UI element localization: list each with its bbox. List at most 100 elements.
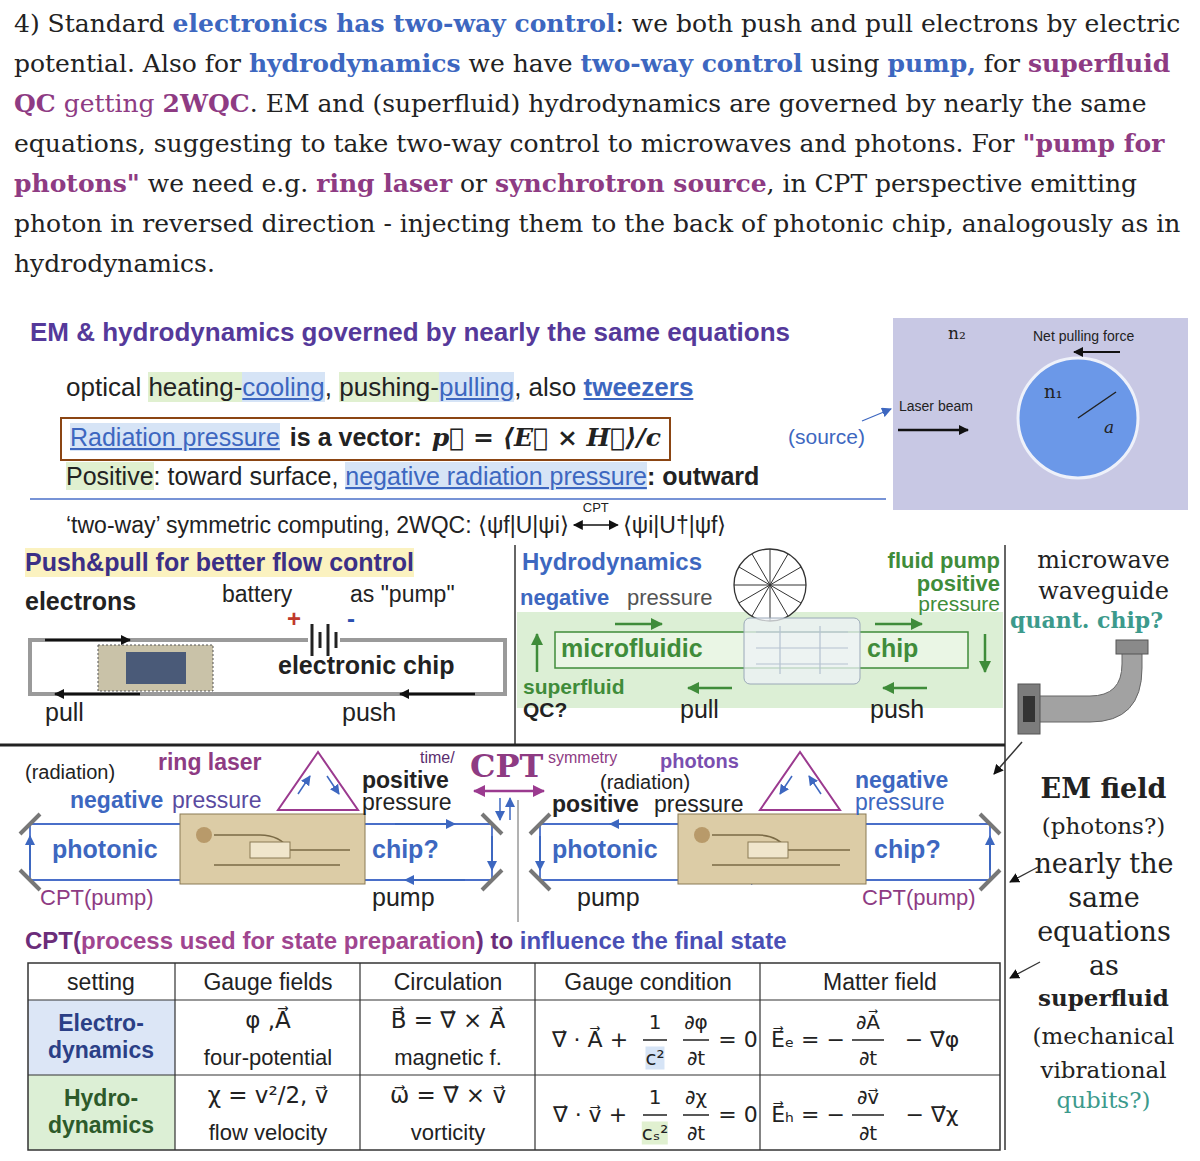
fraction-bars xyxy=(643,1040,884,1115)
text-run: two-way control xyxy=(581,49,803,78)
node-text: pressure xyxy=(855,789,944,815)
node-text: Net pulling force xyxy=(1033,328,1134,344)
text-run: optical xyxy=(66,372,148,402)
waveguide-flange xyxy=(1018,684,1040,734)
table-cell: Electro- dynamics xyxy=(31,1010,171,1064)
table-cell: = 0 xyxy=(718,1102,757,1127)
node-text: pressure xyxy=(918,592,1000,616)
node-text: n₂ xyxy=(948,324,966,344)
text-run: pump, xyxy=(888,49,976,78)
table-cell: c² xyxy=(645,1047,664,1070)
pointer-arrow xyxy=(1010,962,1040,978)
node-text: chip xyxy=(867,634,918,663)
table-cell: 1 xyxy=(649,1086,662,1109)
text-run: CPT( xyxy=(25,927,81,954)
text-line: optical heating-cooling, pushing-pulling… xyxy=(66,372,693,403)
ring-arrow xyxy=(327,776,339,794)
wire xyxy=(30,640,505,694)
text-label: (source) xyxy=(788,425,865,449)
text-run: pushing- xyxy=(339,372,439,402)
text-line: ‘two-way’ symmetric computing, 2WQC: ⟨ψf… xyxy=(66,510,726,539)
text-run: hydrodynamics xyxy=(249,49,461,78)
node-text: pump xyxy=(372,883,435,912)
flow-arrow xyxy=(615,623,662,626)
node-text: negative xyxy=(520,585,609,610)
medium-region xyxy=(893,318,1188,510)
laser-arrow xyxy=(898,429,968,432)
node-text: CPT(pump) xyxy=(40,885,154,910)
time-arrow xyxy=(499,798,501,820)
ring-laser xyxy=(278,752,358,810)
node-text: pump xyxy=(577,883,640,912)
chip-detail xyxy=(748,842,788,858)
text-run: : toward surface, xyxy=(154,462,346,490)
mirrors xyxy=(20,814,502,890)
table-cell: = 0 xyxy=(718,1027,757,1052)
text-line: 4) Standard electronics has two-way cont… xyxy=(14,4,1190,284)
node-text: qubits?) xyxy=(1007,1087,1200,1113)
table-cell: flow velocity xyxy=(209,1120,328,1145)
waveguide-port xyxy=(1023,696,1035,722)
node-text: electrons xyxy=(25,587,136,616)
flow-arrow xyxy=(45,639,130,642)
chip-detail xyxy=(694,827,710,843)
node-text: (mechanical vibrational xyxy=(1007,1019,1200,1087)
node-text: superfluid xyxy=(523,675,625,699)
node-text: push xyxy=(870,695,924,724)
text-run: electronics has two-way control xyxy=(173,9,616,38)
node-text: Laser beam xyxy=(899,398,973,414)
light-arrow xyxy=(29,836,31,870)
illustration-panel: n₂Net pulling forceLaser beamn₁a xyxy=(893,318,1188,510)
optical-trap-figure xyxy=(893,318,1188,510)
table-cell: B⃗ = ∇⃗ × A⃗ xyxy=(391,1007,506,1033)
text-run: ring laser xyxy=(316,169,452,198)
divider-line xyxy=(518,800,519,922)
cell-fill xyxy=(28,1000,175,1075)
battery-plate xyxy=(319,632,322,648)
light-arrow xyxy=(989,836,991,870)
time-arrow xyxy=(509,798,511,820)
node-text: Radiation pressure xyxy=(70,423,280,451)
equation-table xyxy=(28,963,1000,1150)
ring-laser xyxy=(760,752,840,810)
table-cell: χ = v²/2, v⃗ xyxy=(208,1082,329,1108)
node-text: (radiation) xyxy=(600,771,690,794)
text-run: negative radiation pressure xyxy=(345,462,647,490)
text-run: ⟨ψi|U†|ψf⟩ xyxy=(623,512,727,538)
text-run: , xyxy=(325,372,339,402)
flow-arrow xyxy=(536,634,539,672)
chip-detail xyxy=(712,835,850,865)
flow-arrow xyxy=(400,693,475,696)
node-text: quant. chip? xyxy=(1010,608,1163,633)
text-run: getting xyxy=(56,89,163,118)
node-text: microwave waveguide xyxy=(1007,545,1200,607)
cell-fill xyxy=(28,1075,175,1150)
text-run: CPT xyxy=(583,501,609,514)
divider-line xyxy=(514,545,516,745)
table-cell: Matter field xyxy=(823,969,937,995)
node-text: pressure xyxy=(362,789,451,815)
node-text: Hydrodynamics xyxy=(522,548,702,576)
chip-detail xyxy=(196,827,212,843)
text-line: Positive: toward surface, negative radia… xyxy=(66,462,759,491)
text-run: cooling xyxy=(242,372,324,402)
text-run: tweezers xyxy=(584,372,694,402)
flow-arrow xyxy=(984,634,987,672)
divider-line xyxy=(0,744,1005,747)
table-cell: ∂t xyxy=(859,1047,877,1070)
node-text: p⃗ = ⟨E⃗ × H⃗⟩/c xyxy=(432,423,661,452)
chip-die xyxy=(126,652,186,684)
table-cell: φ ,A⃗ xyxy=(245,1007,291,1033)
table-cell: ∇⃗ · A⃗ + xyxy=(552,1027,628,1052)
hydrodynamics-panel: Hydrodynamicsfluid pumppositivepressuren… xyxy=(517,545,1005,743)
divider-line xyxy=(1004,545,1006,1150)
table-cell: ∂A⃗ xyxy=(856,1011,880,1034)
pump-wheel xyxy=(734,549,806,621)
table-cell: − ∇⃗χ xyxy=(906,1102,959,1127)
table-cell: ∂φ xyxy=(684,1011,708,1034)
node-text: battery xyxy=(222,581,292,607)
text-run: heating- xyxy=(148,372,242,402)
circuit xyxy=(30,624,505,694)
node-text: is a vector: xyxy=(290,423,422,451)
text-label: time/ xyxy=(420,749,455,767)
